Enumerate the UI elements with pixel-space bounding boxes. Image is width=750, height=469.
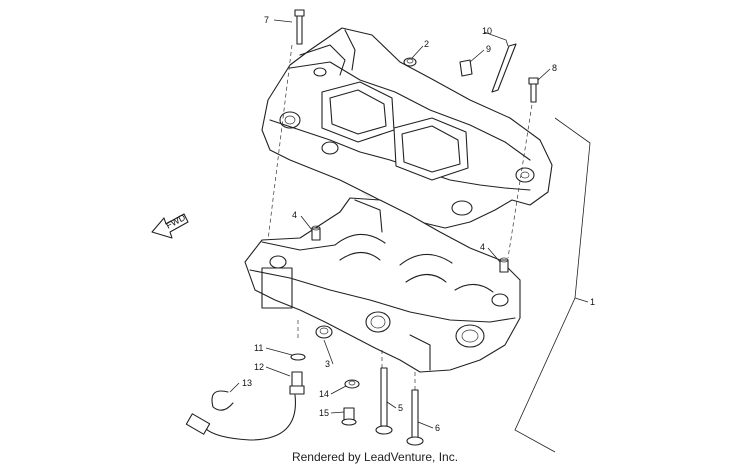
callout-13: 13 xyxy=(242,378,252,388)
bushing-3 xyxy=(315,325,333,339)
o-ring-11 xyxy=(290,353,306,361)
stud-10 xyxy=(491,43,517,93)
dowel-9 xyxy=(459,59,473,77)
upper-crankcase xyxy=(261,27,553,229)
callout-labels: 7 2 10 9 8 1 4 4 3 11 12 13 14 15 5 6 xyxy=(242,15,595,433)
callout-9: 9 xyxy=(486,44,491,54)
washer-14 xyxy=(344,379,360,389)
wire-harness-13 xyxy=(185,390,296,441)
sensor-12 xyxy=(289,371,305,395)
callout-6: 6 xyxy=(435,423,440,433)
assembly-bracket xyxy=(514,117,591,453)
leader-lines xyxy=(229,19,551,429)
fwd-arrow-icon: FWD xyxy=(151,212,189,239)
washer-2 xyxy=(403,57,417,67)
callout-10: 10 xyxy=(482,26,492,36)
rendered-by-footer: Rendered by LeadVenture, Inc. xyxy=(291,450,459,464)
bolt-6 xyxy=(406,389,424,446)
callout-4-left: 4 xyxy=(292,210,297,220)
callout-12: 12 xyxy=(254,362,264,372)
lower-crankcase xyxy=(244,197,521,373)
callout-2: 2 xyxy=(424,39,429,49)
bolt-15 xyxy=(341,407,357,426)
dowel-4-left xyxy=(311,225,321,241)
callout-4-right: 4 xyxy=(480,242,485,252)
callout-1: 1 xyxy=(590,297,595,307)
callout-11: 11 xyxy=(254,343,263,353)
callout-5: 5 xyxy=(398,403,403,413)
callout-7: 7 xyxy=(264,15,269,25)
alignment-lines xyxy=(267,44,534,390)
bolt-7 xyxy=(294,9,305,45)
callout-3: 3 xyxy=(325,359,330,369)
callout-8: 8 xyxy=(552,63,557,73)
callout-15: 15 xyxy=(319,408,329,418)
callout-14: 14 xyxy=(319,389,329,399)
dowel-4-right xyxy=(499,257,509,273)
bolt-5 xyxy=(375,367,393,435)
bolt-8 xyxy=(528,77,539,103)
